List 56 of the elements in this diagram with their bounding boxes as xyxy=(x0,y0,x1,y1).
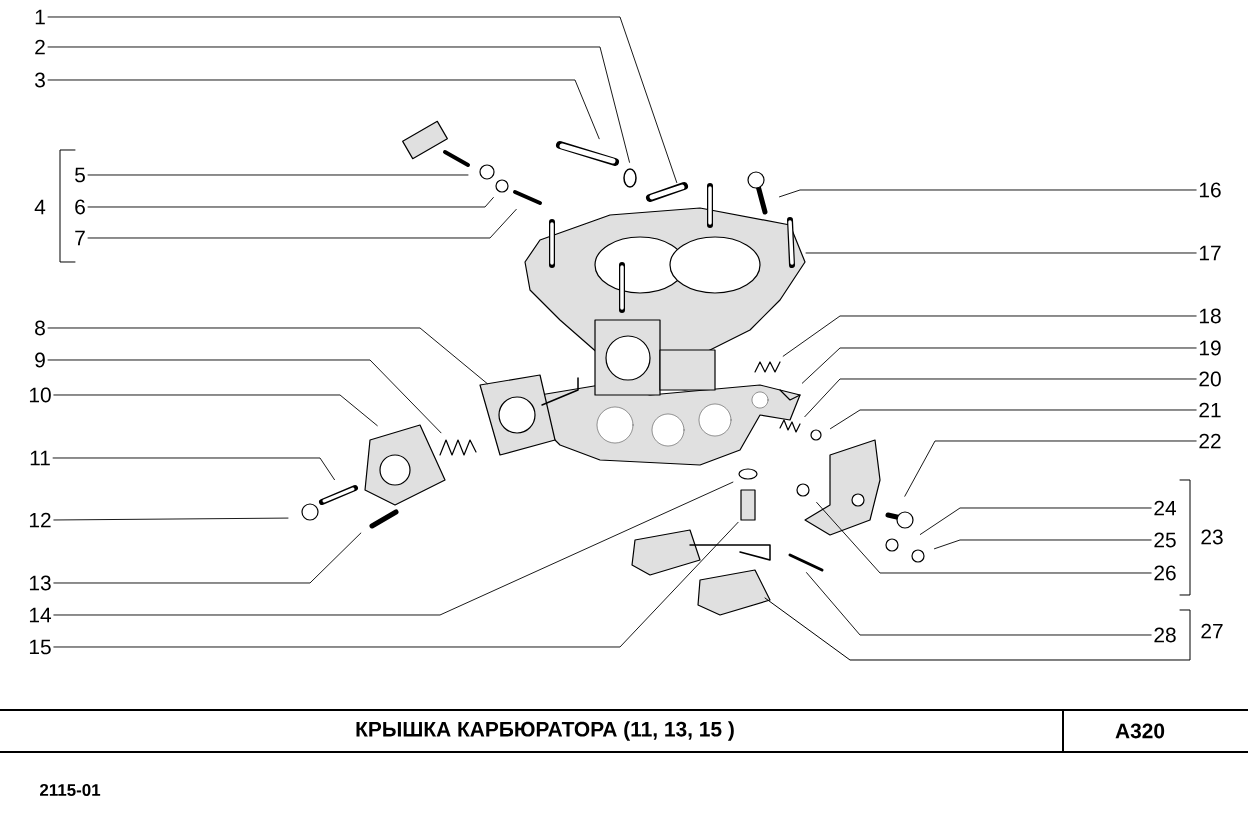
callout-number: 3 xyxy=(35,72,45,88)
leader-line xyxy=(47,327,488,385)
leader-line xyxy=(806,572,1152,636)
model-code: 2115-01 xyxy=(40,784,101,796)
leader-line xyxy=(47,79,600,140)
callout-number: 13 xyxy=(29,575,51,591)
leader-line xyxy=(804,378,1197,418)
sheet-code: А320 xyxy=(1115,723,1165,739)
callout-number: 25 xyxy=(1154,532,1176,548)
callout-number: 6 xyxy=(75,199,85,215)
callout-number: 9 xyxy=(35,352,45,368)
leader-line xyxy=(816,502,1152,574)
leader-line xyxy=(87,208,517,239)
leader-line xyxy=(805,252,1197,254)
callout-number: 7 xyxy=(75,230,85,246)
callout-number: 21 xyxy=(1199,402,1221,418)
leader-line xyxy=(904,440,1197,497)
callout-number: 26 xyxy=(1154,565,1176,581)
leader-line xyxy=(53,517,289,521)
leader-line xyxy=(801,347,1197,384)
callout-number: 28 xyxy=(1154,627,1176,643)
group-number: 27 xyxy=(1201,623,1223,639)
callout-number: 19 xyxy=(1199,340,1221,356)
leader-line xyxy=(53,394,378,427)
title: КРЫШКА КАРБЮРАТОРА (11, 13, 15 ) xyxy=(356,721,734,741)
group-number: 4 xyxy=(34,199,46,215)
callout-number: 20 xyxy=(1199,371,1221,387)
leader-line xyxy=(53,521,739,648)
leader-line xyxy=(782,315,1197,357)
callout-number: 22 xyxy=(1199,433,1221,449)
leader-line xyxy=(47,46,630,163)
callout-number: 12 xyxy=(29,512,51,528)
group-number: 23 xyxy=(1201,529,1223,545)
callout-number: 5 xyxy=(75,167,85,183)
leader-line xyxy=(47,16,678,183)
leader-line xyxy=(52,457,335,481)
leader-line xyxy=(934,539,1152,550)
leader-line xyxy=(87,174,469,176)
leader-line xyxy=(53,532,362,584)
leader-line xyxy=(830,409,1197,430)
callout-number: 1 xyxy=(35,9,45,25)
callout-number: 8 xyxy=(35,320,45,336)
callout-number: 17 xyxy=(1199,245,1221,261)
leader-line xyxy=(87,197,494,208)
callout-number: 24 xyxy=(1154,500,1176,516)
callout-number: 16 xyxy=(1199,182,1221,198)
callout-number: 15 xyxy=(29,639,51,655)
leader-line xyxy=(779,189,1197,198)
callout-number: 11 xyxy=(30,450,50,466)
leader-line xyxy=(919,507,1152,535)
callout-number: 2 xyxy=(35,39,45,55)
leader-line xyxy=(53,481,734,616)
callout-number: 14 xyxy=(29,607,51,623)
callout-number: 18 xyxy=(1199,308,1221,324)
leader-line xyxy=(47,359,442,434)
callout-number: 10 xyxy=(29,387,51,403)
